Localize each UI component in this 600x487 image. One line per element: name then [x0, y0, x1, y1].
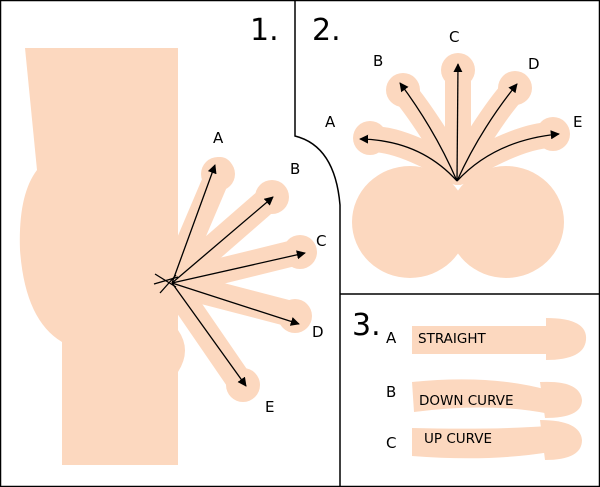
- right-oval: [448, 166, 564, 278]
- panel-1-side-view: 1. A B C D E: [19, 13, 326, 465]
- panel-2-front-view: 2. A B C D E: [312, 13, 582, 278]
- shape-straight: [412, 318, 587, 360]
- panel-3-letter-a: A: [386, 329, 397, 347]
- panel-2-label-e: E: [573, 113, 582, 131]
- shape-down-curve: [412, 379, 582, 418]
- shape-up-curve: [412, 420, 582, 460]
- front-arrow-b: [399, 82, 458, 182]
- position-d-shape: [159, 270, 308, 328]
- panel-2-arrows: [359, 63, 560, 182]
- front-arrow-d: [456, 83, 518, 182]
- panel-1-arrows: [153, 164, 306, 387]
- panel-3-number: 3.: [352, 308, 381, 343]
- panel-1-label-b: B: [290, 160, 300, 178]
- panel-3-curvature: 3. A STRAIGHT B DOWN CURVE C UP CURVE: [352, 308, 587, 460]
- torso-silhouette: [19, 48, 185, 465]
- panel-2-number: 2.: [312, 13, 341, 48]
- front-arrow-a: [359, 134, 458, 182]
- caption-down-curve: DOWN CURVE: [419, 393, 513, 409]
- panel-1-label-a: A: [213, 129, 224, 147]
- panel-2-label-c: C: [449, 28, 459, 46]
- arrow-a: [171, 164, 217, 284]
- panel-3-letter-c: C: [386, 434, 396, 452]
- left-oval: [352, 166, 468, 278]
- panel-1-number: 1.: [250, 13, 279, 48]
- caption-straight: STRAIGHT: [418, 331, 486, 347]
- panel-1-label-e: E: [265, 398, 274, 416]
- arrow-b: [171, 196, 274, 284]
- front-arrow-c: [453, 63, 463, 182]
- front-arrow-e: [456, 130, 560, 182]
- arrow-c: [171, 250, 306, 284]
- panel-2-label-b: B: [373, 52, 383, 70]
- arrow-d: [171, 282, 300, 326]
- panel-2-label-d: D: [528, 55, 540, 73]
- panel-2-label-a: A: [325, 113, 336, 131]
- arrow-e: [171, 282, 247, 387]
- panel-1-label-d: D: [312, 323, 324, 341]
- panel-divider-vertical: [294, 0, 341, 487]
- panel-3-letter-b: B: [386, 383, 396, 401]
- panel-1-label-c: C: [316, 232, 326, 250]
- caption-up-curve: UP CURVE: [424, 431, 492, 447]
